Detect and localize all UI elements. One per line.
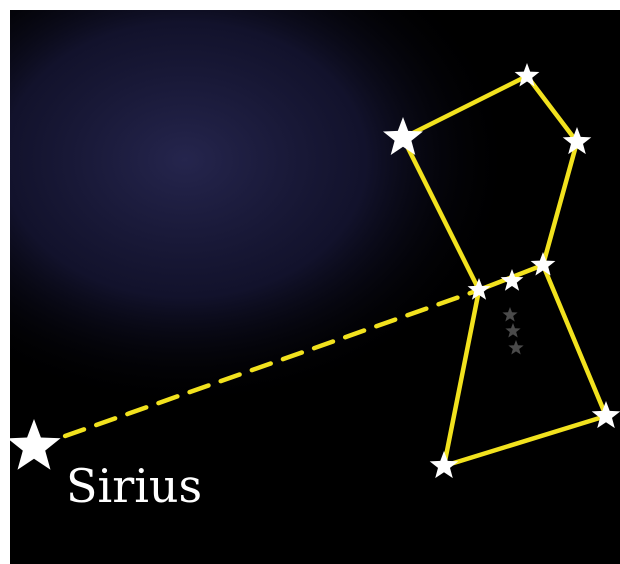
sky-canvas: Sirius (10, 10, 620, 564)
sirius-label: Sirius (66, 459, 202, 513)
night-sky-diagram: Sirius (10, 10, 620, 564)
